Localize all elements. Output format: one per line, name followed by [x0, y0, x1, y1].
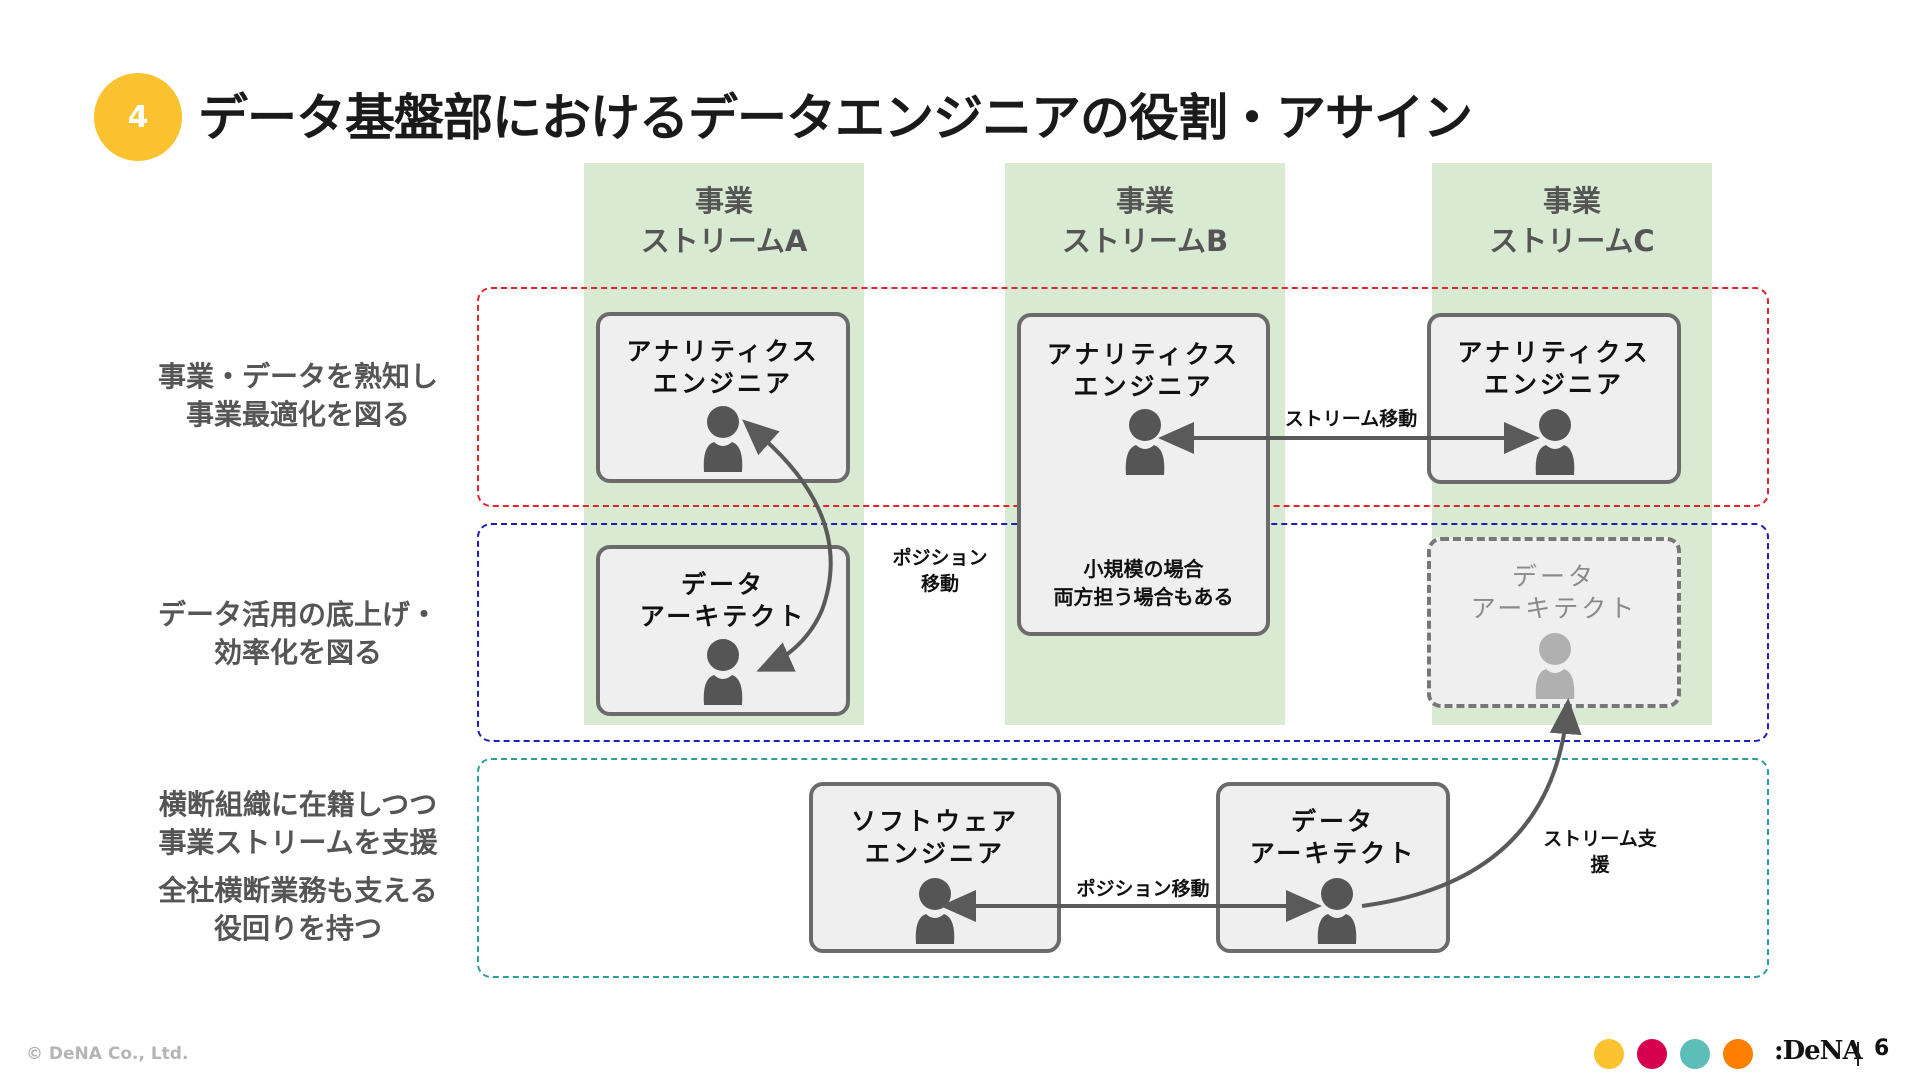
- card-note: 小規模の場合 両方担う場合もある: [1021, 555, 1266, 611]
- card-cross-data-architect: データ アーキテクト: [1216, 782, 1450, 953]
- card-title-line: アナリティクス: [1046, 340, 1241, 369]
- brand-dot-teal: [1680, 1039, 1710, 1069]
- person-icon: [703, 406, 743, 472]
- person-icon-ghost: [1535, 633, 1575, 699]
- row-label-line: 役回りを持つ: [213, 912, 382, 945]
- row-label-data: データ活用の底上げ・ 効率化を図る: [118, 596, 478, 672]
- label-line: ストリーム支: [1543, 828, 1657, 850]
- card-title-line: データ: [1511, 562, 1596, 591]
- card-title: ソフトウェア エンジニア: [813, 806, 1057, 870]
- row-label-line: データ活用の底上げ・: [157, 598, 438, 631]
- dena-logo: :DeNA: [1774, 1036, 1863, 1066]
- person-icon: [915, 878, 955, 944]
- card-title-line: アーキテクト: [1249, 839, 1417, 868]
- row-label-business: 事業・データを熟知し 事業最適化を図る: [118, 358, 478, 434]
- card-title-line: データ: [1290, 807, 1375, 836]
- column-header-line1: 事業: [1115, 184, 1174, 218]
- zone-cross-functional: [477, 758, 1769, 978]
- row-label-line: 全社横断業務も支える: [158, 874, 438, 907]
- label-line: 援: [1590, 854, 1610, 876]
- person-icon: [703, 639, 743, 705]
- card-title: アナリティクス エンジニア: [1021, 339, 1266, 403]
- card-title-line: アーキテクト: [639, 602, 807, 631]
- column-header: 事業 ストリームB: [1005, 181, 1285, 261]
- card-c-data-architect-placeholder: データ アーキテクト: [1427, 537, 1681, 708]
- card-a-data-architect: データ アーキテクト: [596, 545, 850, 716]
- page-number: 6: [1874, 1036, 1890, 1061]
- label-line: ポジション: [892, 547, 988, 569]
- label-position-move-bottom: ポジション移動: [1076, 878, 1210, 900]
- person-icon: [1125, 409, 1165, 475]
- row-label-line: 事業・データを熟知し: [157, 360, 438, 393]
- row-label-line: 横断組織に在籍しつつ: [158, 788, 438, 821]
- card-title-line: ソフトウェア: [850, 807, 1019, 836]
- label-stream-move: ストリーム移動: [1284, 408, 1418, 430]
- card-title-line: アナリティクス: [626, 337, 820, 366]
- card-note-line: 両方担う場合もある: [1053, 585, 1234, 609]
- card-title-line: エンジニア: [1483, 370, 1624, 399]
- card-note-line: 小規模の場合: [1083, 557, 1204, 581]
- card-title-line: エンジニア: [652, 369, 793, 398]
- person-icon: [1317, 878, 1357, 944]
- brand-dot-orange: [1723, 1039, 1753, 1069]
- card-title: データ アーキテクト: [600, 569, 846, 633]
- card-title-line: アナリティクス: [1457, 338, 1651, 367]
- section-number: 4: [127, 99, 149, 135]
- column-header-line2: ストリームB: [1061, 224, 1229, 258]
- brand-dot-yellow: [1594, 1039, 1624, 1069]
- label-position-move-a: ポジション 移動: [885, 545, 995, 597]
- column-header-line1: 事業: [694, 184, 753, 218]
- footer-separator: [1857, 1042, 1859, 1066]
- card-a-analytics-engineer: アナリティクス エンジニア: [596, 312, 850, 483]
- card-title: データ アーキテクト: [1220, 806, 1446, 870]
- copyright: © DeNA Co., Ltd.: [26, 1044, 189, 1064]
- row-label-line: 事業ストリームを支援: [158, 826, 438, 859]
- page-title: データ基盤部におけるデータエンジニアの役割・アサイン: [198, 89, 1473, 147]
- row-label-cross: 横断組織に在籍しつつ 事業ストリームを支援 全社横断業務も支える 役回りを持つ: [118, 786, 478, 948]
- section-number-badge: 4: [94, 73, 182, 161]
- card-title-line: データ: [680, 570, 765, 599]
- row-label-line: 事業最適化を図る: [185, 398, 410, 431]
- column-header: 事業 ストリームC: [1432, 181, 1712, 261]
- card-title-line: エンジニア: [1073, 372, 1214, 401]
- card-title: アナリティクス エンジニア: [1431, 337, 1677, 401]
- card-b-analytics-engineer: アナリティクス エンジニア 小規模の場合 両方担う場合もある: [1017, 313, 1270, 636]
- person-icon: [1535, 409, 1575, 475]
- column-header: 事業 ストリームA: [584, 181, 864, 261]
- card-software-engineer: ソフトウェア エンジニア: [809, 782, 1061, 953]
- label-stream-support: ストリーム支 援: [1530, 826, 1670, 878]
- label-line: 移動: [920, 573, 959, 595]
- column-header-line1: 事業: [1542, 184, 1601, 218]
- brand-dot-magenta: [1637, 1039, 1667, 1069]
- card-c-analytics-engineer: アナリティクス エンジニア: [1427, 313, 1681, 484]
- column-header-line2: ストリームC: [1489, 224, 1655, 258]
- column-header-line2: ストリームA: [640, 224, 808, 258]
- card-title-line: アーキテクト: [1470, 594, 1638, 623]
- card-title: データ アーキテクト: [1431, 561, 1677, 625]
- card-title-line: エンジニア: [864, 839, 1005, 868]
- row-label-line: 効率化を図る: [213, 636, 382, 669]
- card-title: アナリティクス エンジニア: [600, 336, 846, 400]
